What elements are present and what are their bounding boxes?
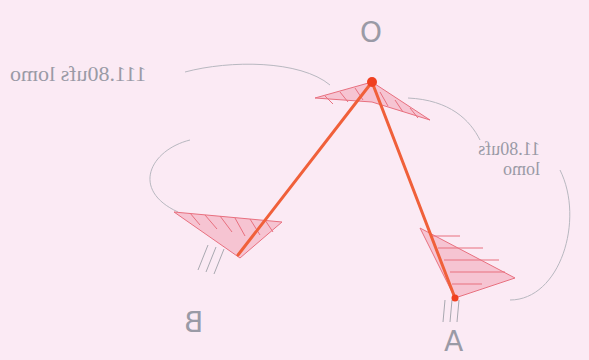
- hatched-area: [315, 82, 430, 120]
- red-line: [238, 82, 455, 298]
- point-label: A: [444, 327, 463, 358]
- bracket-arc: [510, 170, 570, 300]
- bracket-arc: [150, 140, 190, 212]
- point: [452, 295, 459, 302]
- note-label: 111.80ufs lomo: [10, 62, 146, 86]
- hatched-area: [420, 228, 515, 298]
- point-label: O: [360, 18, 382, 49]
- bracket-arc: [408, 98, 480, 140]
- tick-marks: [198, 245, 224, 274]
- hatched-bowtie: [174, 82, 515, 298]
- bracket-arc: [185, 64, 330, 85]
- point: [367, 77, 377, 87]
- point-label: B: [184, 308, 203, 339]
- tick-marks: [443, 300, 459, 322]
- note-label: 11.80ufs lomo: [450, 140, 540, 180]
